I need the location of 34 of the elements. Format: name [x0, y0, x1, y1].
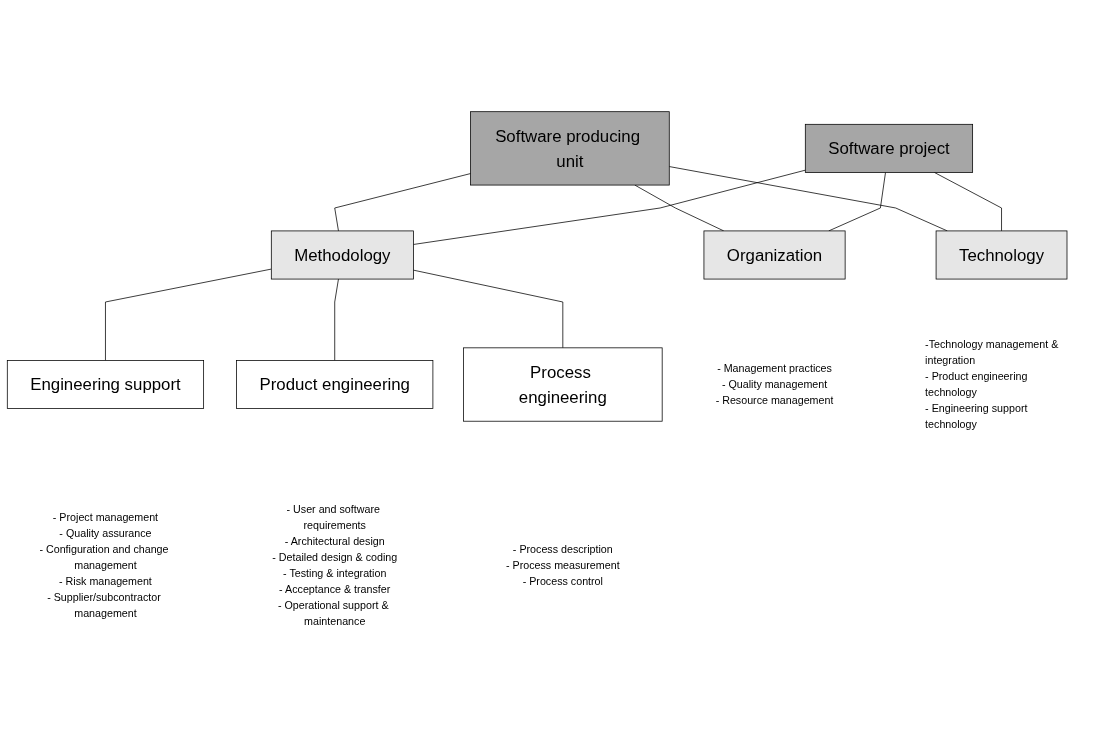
- node-label: - Project management: [52, 511, 159, 524]
- node-label: - Engineering support technology: [925, 402, 1028, 431]
- node-label: -Technology management & integration: [925, 337, 1059, 367]
- node-label: - User and software requirements: [286, 502, 380, 532]
- connector: [105, 268, 272, 361]
- connector: [413, 169, 806, 245]
- node-box: Engineering support: [6, 360, 204, 409]
- node-label: - Quality assurance: [59, 527, 152, 540]
- node-label: - Detailed design & coding: [272, 551, 398, 564]
- node-box: Process engineering: [463, 347, 663, 422]
- node-label: - Resource management: [715, 394, 834, 407]
- connector: [334, 173, 471, 232]
- connector: [413, 269, 564, 349]
- node-label: - Process measurement: [506, 559, 620, 572]
- connector: [334, 278, 339, 361]
- node-label: - Quality management: [721, 378, 828, 391]
- node-box: Technology: [935, 230, 1068, 280]
- node-label: - Testing & integration: [283, 567, 387, 580]
- node-label: - Acceptance & transfer: [279, 583, 391, 596]
- node-label: - Architectural design: [284, 535, 385, 548]
- node-label: - Product engineering technology: [925, 370, 1028, 399]
- connector: [934, 172, 1002, 232]
- node-label: - Configuration and change management: [39, 543, 169, 572]
- node-box: Methodology: [270, 230, 414, 280]
- node-box: Software project: [804, 123, 973, 173]
- node-label: - Process description: [512, 543, 613, 556]
- node-label: - Supplier/subcontractor management: [47, 591, 161, 620]
- node-label: - Management practices: [717, 361, 832, 375]
- node-box: Organization: [703, 230, 846, 280]
- node-box: Software producing unit: [470, 111, 670, 186]
- node-box: Product engineering: [236, 360, 434, 409]
- node-label: - Process control: [522, 575, 603, 588]
- node-label: - Operational support & maintenance: [277, 599, 389, 628]
- node-label: - Risk management: [59, 575, 152, 588]
